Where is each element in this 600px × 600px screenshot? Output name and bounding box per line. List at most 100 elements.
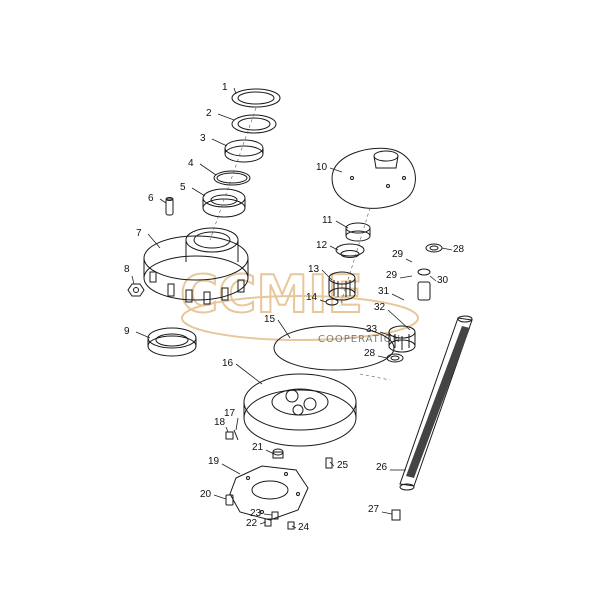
part-3-bearing-race <box>224 139 264 163</box>
assembly-centerlines <box>209 107 391 381</box>
part-7-wheel-hub <box>143 227 249 305</box>
callout-label-22: 22 <box>246 518 258 529</box>
leader-line-14 <box>319 299 327 303</box>
leader-line-20 <box>213 494 227 500</box>
part-1-ring <box>231 88 281 108</box>
leader-line-28 <box>377 355 388 359</box>
part-9-seal <box>147 327 197 357</box>
callout-label-25: 25 <box>337 460 349 471</box>
leader-line-17 <box>235 417 239 431</box>
part-17-18-screw <box>225 429 239 441</box>
callout-label-1: 1 <box>222 82 228 93</box>
leader-line-28 <box>441 247 453 251</box>
callout-label-3: 3 <box>200 133 206 144</box>
callout-label-19: 19 <box>208 456 220 467</box>
part-2-ring <box>231 114 277 134</box>
leader-line-15 <box>277 319 291 339</box>
leader-line-19 <box>221 463 241 475</box>
part-8-nut <box>127 283 145 297</box>
leader-line-13 <box>321 269 333 281</box>
callout-label-16: 16 <box>222 358 234 369</box>
part-28-washer-lower <box>386 353 404 363</box>
callout-label-12: 12 <box>316 240 328 251</box>
callout-label-8: 8 <box>124 264 130 275</box>
leader-line-16 <box>235 363 263 385</box>
part-16-carrier-housing <box>243 373 357 447</box>
callout-label-4: 4 <box>188 158 194 169</box>
part-31-32-33-planet-gear <box>388 325 416 353</box>
leader-line-8 <box>131 275 135 285</box>
callout-label-17: 17 <box>224 408 236 419</box>
leader-line-9 <box>135 331 151 339</box>
part-10-spindle-housing <box>331 147 416 209</box>
leader-line-33 <box>379 331 393 337</box>
part-12-bearing <box>335 243 365 258</box>
part-4-snap-ring <box>213 170 251 186</box>
callout-label-13: 13 <box>308 264 320 275</box>
callout-label-24: 24 <box>298 522 310 533</box>
callout-label-26: 26 <box>376 462 388 473</box>
leader-line-32 <box>387 309 411 331</box>
callout-labels: 1234567891011121314151617181920212223242… <box>124 82 465 533</box>
leader-line-24 <box>291 525 297 529</box>
leader-line-22 <box>259 521 267 525</box>
callout-label-28: 28 <box>364 348 376 359</box>
leader-line-4 <box>199 163 217 176</box>
callout-label-11: 11 <box>322 215 333 226</box>
callout-label-10: 10 <box>316 162 328 173</box>
part-11-bushing <box>345 222 371 242</box>
watermark-subtext: COOPERATION <box>318 334 401 345</box>
callout-label-20: 20 <box>200 489 212 500</box>
leader-line-31 <box>391 293 405 301</box>
leader-line-21 <box>265 449 275 455</box>
part-26-axle-shaft <box>399 315 473 491</box>
part-19-end-cover <box>229 465 309 521</box>
part-13-gear <box>328 271 356 301</box>
callout-label-28: 28 <box>453 244 465 255</box>
leader-line-27 <box>381 511 393 515</box>
leader-line-7 <box>147 233 161 249</box>
leader-line-1 <box>233 87 237 95</box>
callout-label-9: 9 <box>124 326 130 337</box>
part-28-washer-upper <box>425 243 443 253</box>
leader-line-10 <box>329 167 343 173</box>
leader-lines <box>131 87 453 529</box>
callout-label-7: 7 <box>136 228 142 239</box>
callout-label-15: 15 <box>264 314 276 325</box>
leader-line-25 <box>329 461 335 467</box>
leader-line-12 <box>329 245 339 251</box>
part-29-30-ring-and-pin <box>417 268 431 301</box>
callout-label-27: 27 <box>368 504 380 515</box>
callout-label-14: 14 <box>306 292 318 303</box>
leader-line-2 <box>217 113 235 121</box>
leader-line-29 <box>399 275 413 279</box>
leader-line-5 <box>191 187 206 197</box>
callout-label-29: 29 <box>392 249 404 260</box>
part-5-bearing <box>202 188 246 218</box>
callout-label-29: 29 <box>386 270 398 281</box>
callout-label-30: 30 <box>437 275 449 286</box>
callout-label-2: 2 <box>206 108 212 119</box>
leader-line-23 <box>263 513 273 516</box>
leader-line-18 <box>225 426 229 433</box>
leader-line-30 <box>429 275 437 282</box>
part-15-o-ring <box>273 325 395 371</box>
part-6-pin <box>165 197 174 216</box>
part-25-screw <box>325 457 333 469</box>
part-27-fastener <box>391 509 401 521</box>
watermark-swoosh <box>181 295 419 341</box>
callout-label-31: 31 <box>378 286 390 297</box>
callout-label-33: 33 <box>366 324 378 335</box>
part-20-bolt <box>225 494 234 506</box>
callout-label-18: 18 <box>214 417 226 428</box>
leader-line-3 <box>211 138 228 147</box>
callout-label-6: 6 <box>148 193 154 204</box>
leader-line-29 <box>405 258 413 263</box>
callout-label-21: 21 <box>252 442 264 453</box>
callout-label-23: 23 <box>250 508 262 519</box>
leader-line-6 <box>159 198 167 204</box>
leader-line-11 <box>335 220 349 229</box>
part-21-plug <box>272 448 284 459</box>
